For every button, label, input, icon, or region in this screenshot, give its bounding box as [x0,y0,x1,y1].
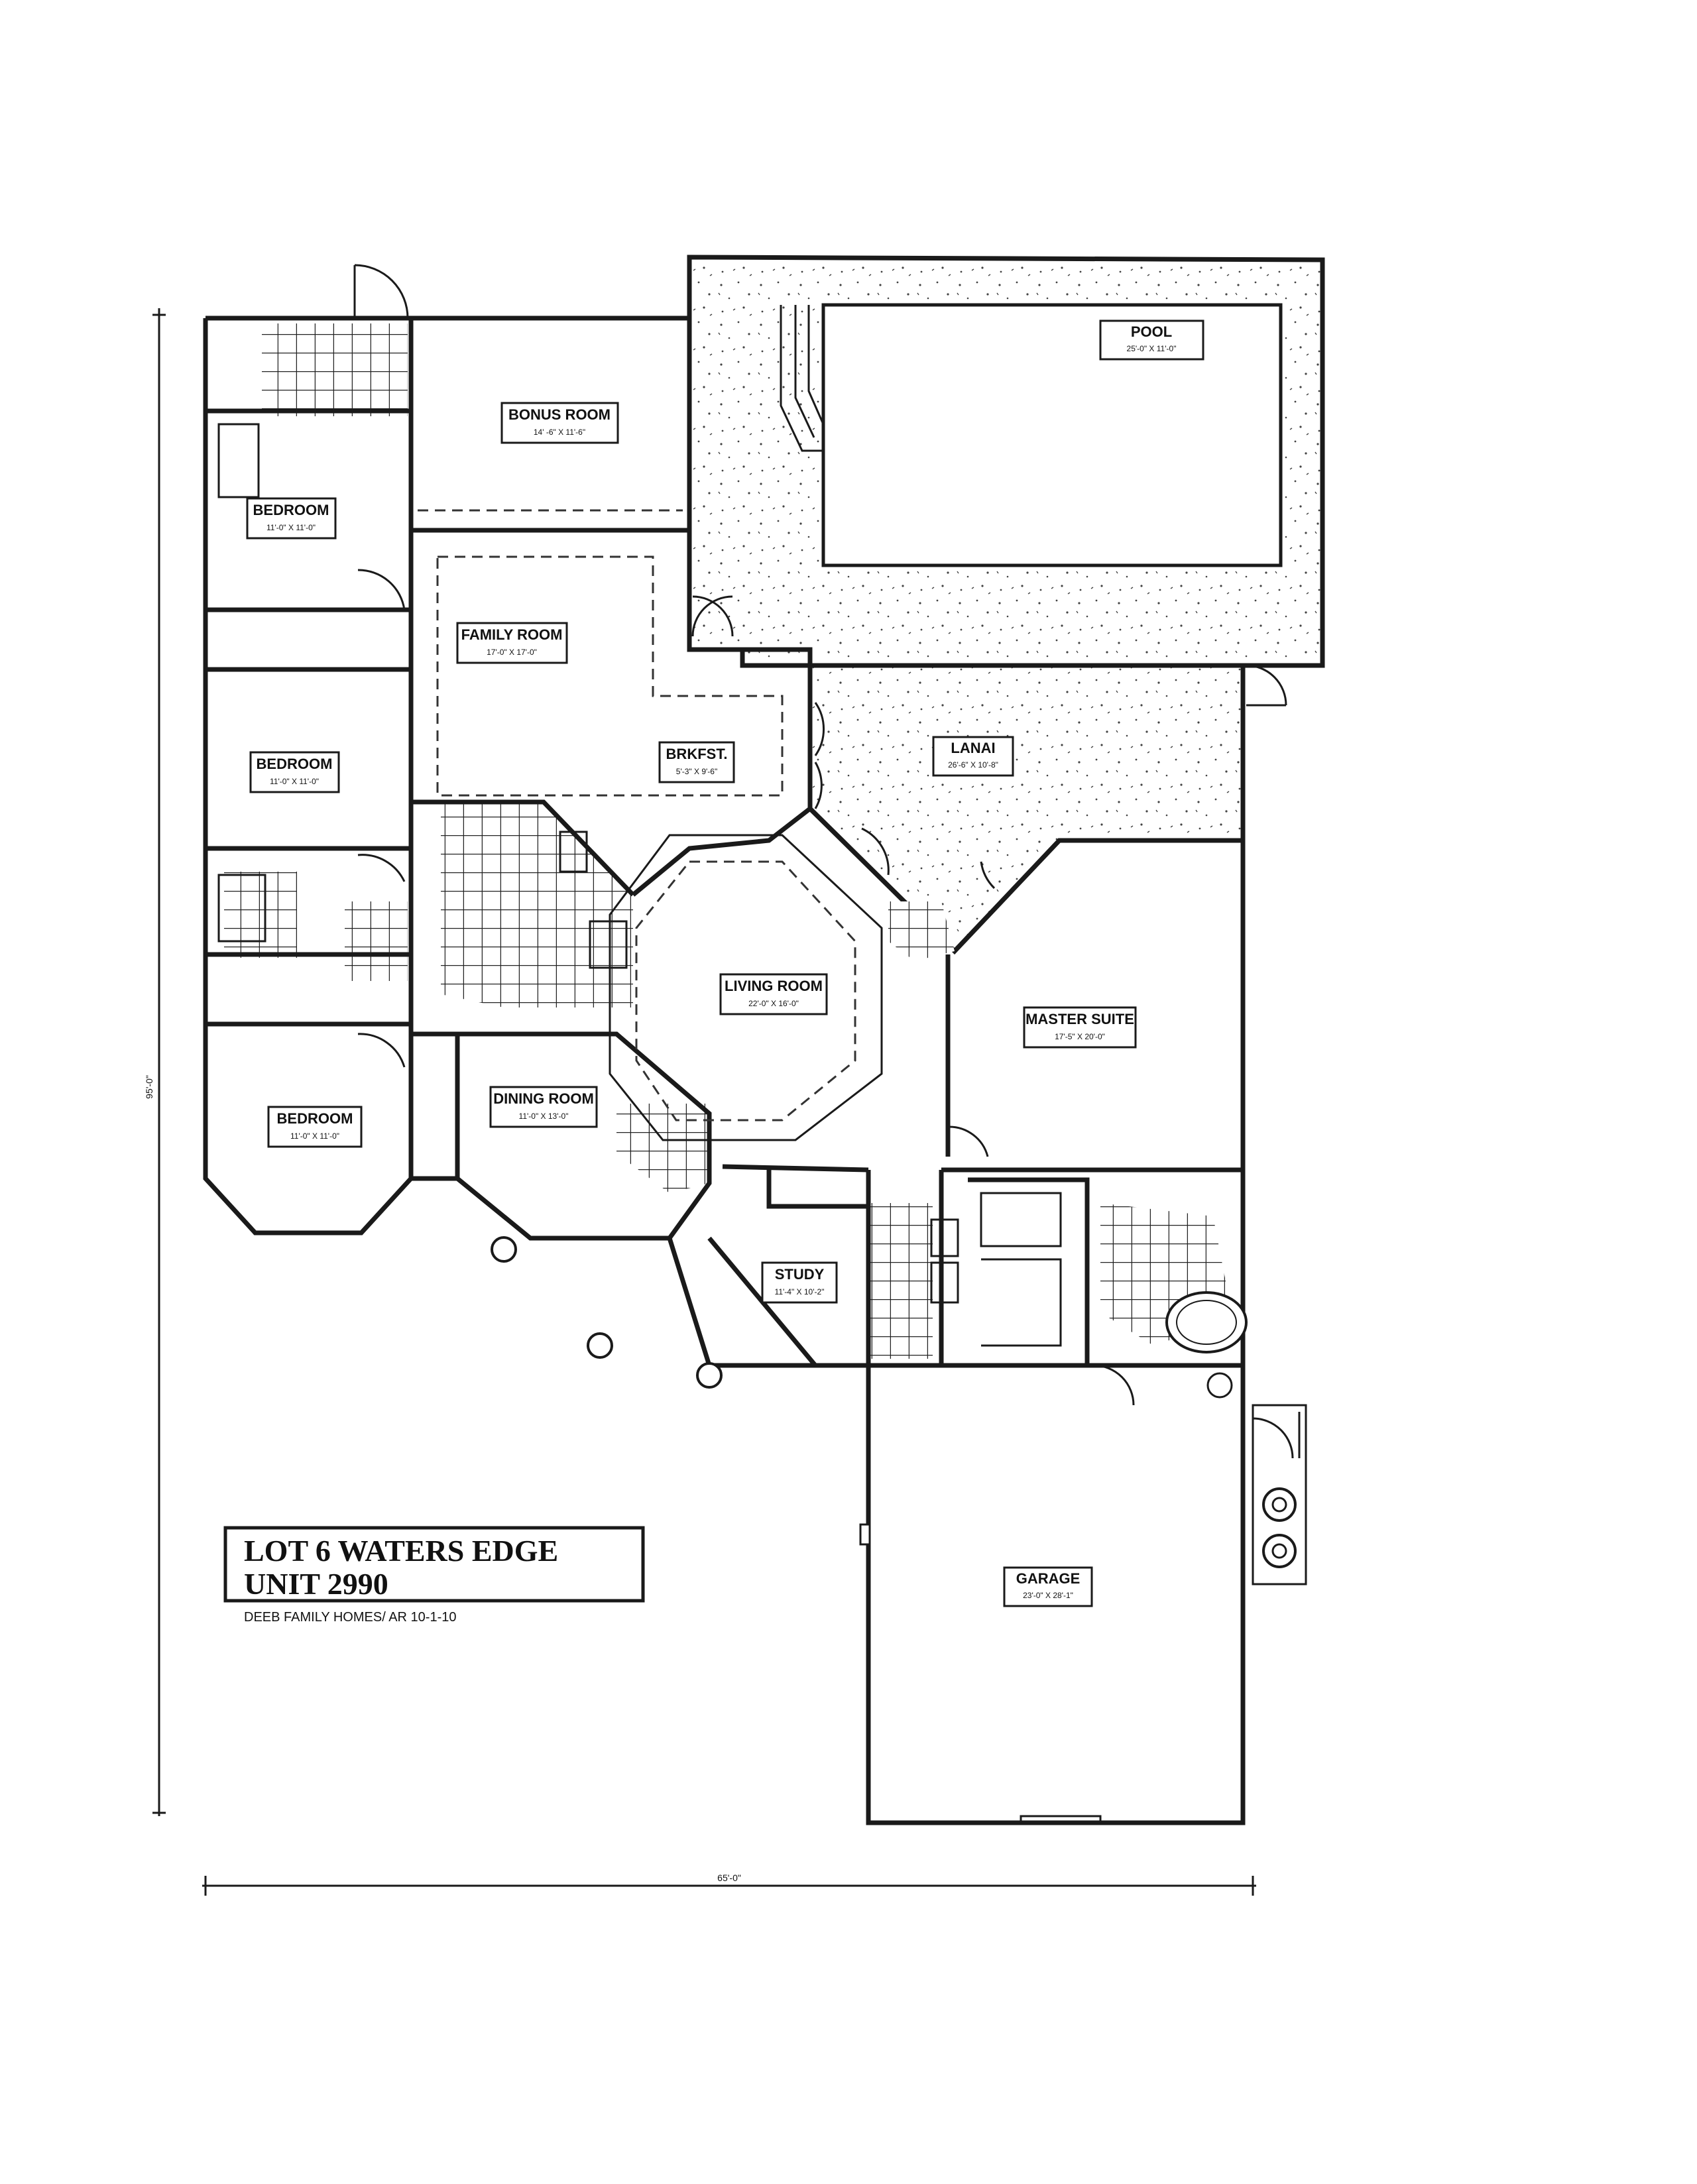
room-label-brkfst: BRKFST. 5'-3" X 9'-6" [658,741,735,783]
study-name: STUDY [775,1266,825,1283]
interior-walls [205,318,1243,1368]
dining-name: DINING ROOM [493,1090,594,1107]
pool-deck [687,255,1325,668]
study-size: 11'-4" X 10'-2" [775,1287,825,1296]
bonus-name: BONUS ROOM [508,406,611,423]
room-label-study: STUDY 11'-4" X 10'-2" [761,1261,838,1304]
lanai-size: 26'-6" X 10'-8" [948,760,998,770]
room-label-dining: DINING ROOM 11'-0" X 13'-0" [489,1086,598,1128]
living-name: LIVING ROOM [725,978,823,994]
garage-name: GARAGE [1016,1570,1081,1587]
brkfst-name: BRKFST. [666,746,728,762]
bedroom-3-size: 11'-0" X 11'-0" [290,1131,339,1141]
room-label-master: MASTER SUITE 17'-5" X 20'-0" [1023,1006,1137,1049]
lanai-area [807,663,1246,955]
dining-size: 11'-0" X 13'-0" [519,1112,569,1121]
title-line-2: UNIT 2990 [244,1567,388,1601]
family-name: FAMILY ROOM [461,626,563,643]
room-label-bonus: BONUS ROOM 14' -6" X 11'-6" [500,402,619,444]
pool-size: 25'-0" X 11'-0" [1127,344,1177,353]
lanai-name: LANAI [951,740,995,756]
living-size: 22'-0" X 16'-0" [748,999,799,1008]
room-label-bedroom-1: BEDROOM 11'-0" X 11'-0" [246,497,337,540]
room-label-garage: GARAGE 23'-0" X 28'-1" [1003,1566,1093,1607]
room-label-pool: POOL 25'-0" X 11'-0" [1099,319,1204,361]
bedroom-1-size: 11'-0" X 11'-0" [266,523,316,532]
master-size: 17'-5" X 20'-0" [1055,1032,1105,1041]
bedroom-1-name: BEDROOM [253,502,329,518]
room-label-bedroom-3: BEDROOM 11'-0" X 11'-0" [267,1106,363,1148]
depth-dimension: 95'-0" [144,1075,154,1099]
width-dimension: 65'-0" [717,1872,741,1883]
master-name: MASTER SUITE [1025,1011,1134,1027]
title-line-1: LOT 6 WATERS EDGE [244,1534,558,1568]
garage-size: 23'-0" X 28'-1" [1023,1591,1073,1600]
bedroom-3-name: BEDROOM [277,1110,353,1127]
bonus-size: 14' -6" X 11'-6" [534,428,585,437]
title-block: LOT 6 WATERS EDGE UNIT 2990 DEEB FAMILY … [223,1526,645,1625]
room-label-lanai: LANAI 26'-6" X 10'-8" [932,736,1014,777]
title-credit: DEEB FAMILY HOMES/ AR 10-1-10 [244,1610,457,1625]
fixtures [491,831,1248,1399]
brkfst-size: 5'-3" X 9'-6" [676,767,717,776]
pool-basin [821,303,1283,567]
room-label-family: FAMILY ROOM 17'-0" X 17'-0" [456,622,568,664]
dimension-lines: 95'-0" 65'-0" [144,308,1256,1896]
bedroom-2-size: 11'-0" X 11'-0" [270,777,319,786]
room-label-bedroom-2: BEDROOM 11'-0" X 11'-0" [249,751,340,793]
family-size: 17'-0" X 17'-0" [487,648,537,657]
tub [1165,1291,1248,1353]
doors [353,264,1301,1459]
bedroom-2-name: BEDROOM [257,756,333,772]
pool-name: POOL [1131,323,1172,340]
room-label-living: LIVING ROOM 22'-0" X 16'-0" [719,973,828,1015]
